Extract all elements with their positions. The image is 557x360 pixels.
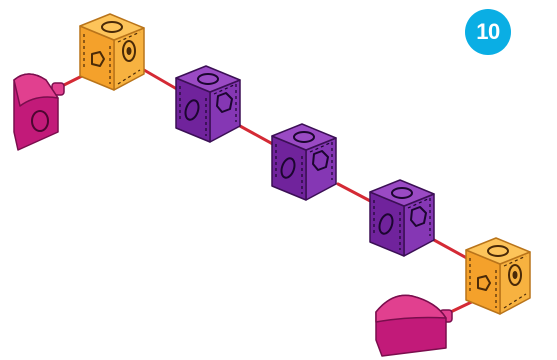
step-number: 10: [476, 19, 500, 44]
orange-cube: [79, 13, 145, 91]
purple-cube: [271, 123, 337, 201]
orange-cube: [465, 237, 531, 315]
magenta-end-cap-bottom: [375, 294, 453, 357]
purple-cube: [369, 179, 435, 257]
step-number-badge: 10: [465, 9, 511, 55]
magenta-end-cap-top: [13, 73, 65, 151]
purple-cube: [175, 65, 241, 143]
